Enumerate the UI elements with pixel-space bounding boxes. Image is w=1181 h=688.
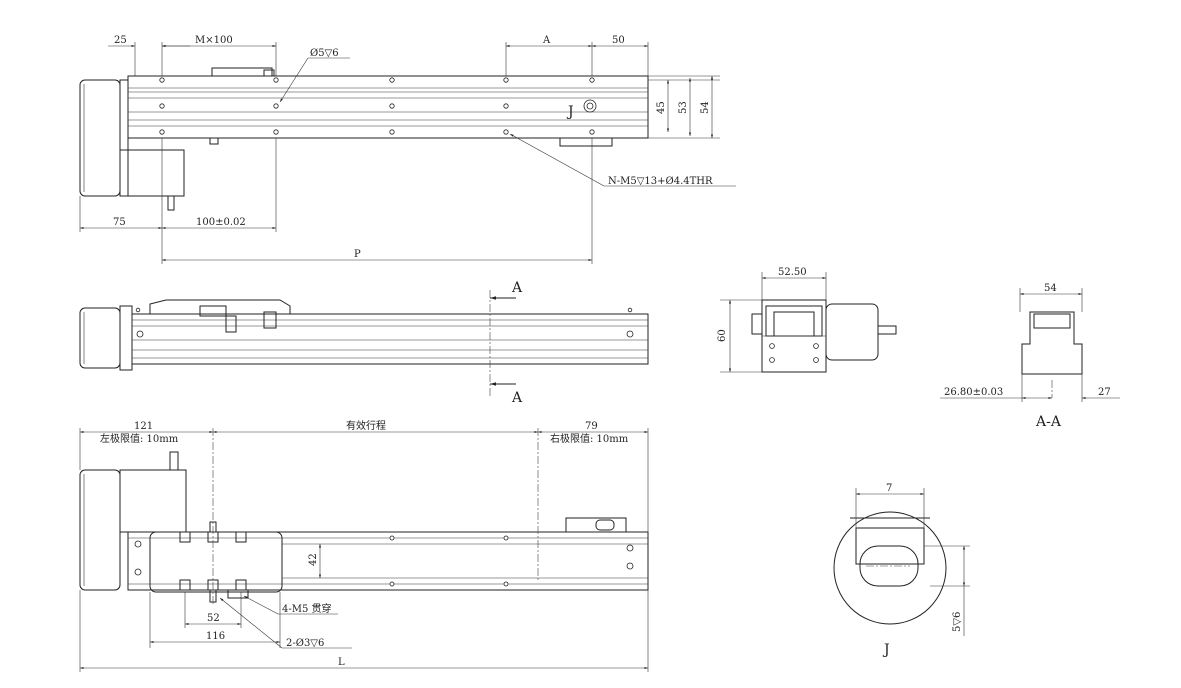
end-dim-60: 60 <box>717 329 728 342</box>
motor-shaft <box>167 195 175 211</box>
pin-callout: 2-Ø3▽6 <box>286 638 324 649</box>
motor-cover <box>79 79 121 197</box>
dim-53: 53 <box>678 101 689 114</box>
bottom-slider <box>149 531 283 593</box>
rail-holes <box>159 77 597 135</box>
end-motor <box>825 303 879 361</box>
motor-body <box>119 149 185 197</box>
dim-a: A <box>542 35 551 46</box>
dim-50: 50 <box>612 35 625 46</box>
right-limit: 右极限值: 10mm <box>550 432 629 445</box>
dim-p: P <box>354 249 361 260</box>
bottom-motor-body <box>119 469 187 533</box>
section-mark-top: A <box>511 280 523 296</box>
bottom-rail-body <box>127 531 649 591</box>
detail-j-slot <box>859 545 919 587</box>
side-view: A A <box>79 280 649 406</box>
dim-m-100: M×100 <box>195 35 233 46</box>
dim-42: 42 <box>308 553 319 566</box>
detail-j-mark: J <box>566 104 574 120</box>
bottom-view: 121 左极限值: 10mm 有效行程 79 右极限值: 10mm 42 52 … <box>79 419 649 672</box>
dim-121: 121 <box>134 421 153 432</box>
side-motor-cover <box>79 307 121 369</box>
dim-25: 25 <box>114 35 127 46</box>
dim-75: 75 <box>113 217 126 228</box>
effective-stroke: 有效行程 <box>346 419 386 432</box>
section-label: A-A <box>1035 414 1062 430</box>
detail-j: 7 5▽6 J <box>833 483 970 658</box>
hole-callout: Ø5▽6 <box>310 48 339 59</box>
section-dim-26-80: 26.80±0.03 <box>944 387 1003 398</box>
dim-79: 79 <box>585 421 598 432</box>
m5-callout: 4-M5 贯穿 <box>282 602 332 615</box>
detail-dim-5v6: 5▽6 <box>952 612 963 632</box>
section-dim-54: 54 <box>1044 283 1057 294</box>
left-limit: 左极限值: 10mm <box>100 432 179 445</box>
detail-j-circle <box>833 511 947 625</box>
end-dim-52-50: 52.50 <box>778 267 807 278</box>
detail-dim-7: 7 <box>886 483 892 494</box>
section-dim-27: 27 <box>1098 387 1111 398</box>
side-slider-table <box>149 299 291 314</box>
dim-100-tol: 100±0.02 <box>196 217 246 228</box>
top-view: 25 M×100 Ø5▽6 A 50 45 53 54 J N-M5▽13+Ø4… <box>79 35 736 264</box>
dim-l: L <box>338 657 345 668</box>
section-profile <box>1021 311 1083 375</box>
n-callout: N-M5▽13+Ø4.4THR <box>608 176 713 187</box>
dim-116: 116 <box>206 631 225 642</box>
dim-52: 52 <box>207 613 220 624</box>
section-view: 54 26.80±0.03 27 A-A <box>940 283 1120 430</box>
end-view: 52.50 60 <box>717 267 897 373</box>
detail-j-label: J <box>882 642 890 658</box>
dim-54: 54 <box>700 101 711 114</box>
dim-45: 45 <box>656 101 667 114</box>
section-mark-bottom: A <box>511 390 523 406</box>
side-rail-body <box>131 313 649 365</box>
bottom-motor-cover <box>79 469 121 591</box>
rail-body <box>127 75 649 139</box>
